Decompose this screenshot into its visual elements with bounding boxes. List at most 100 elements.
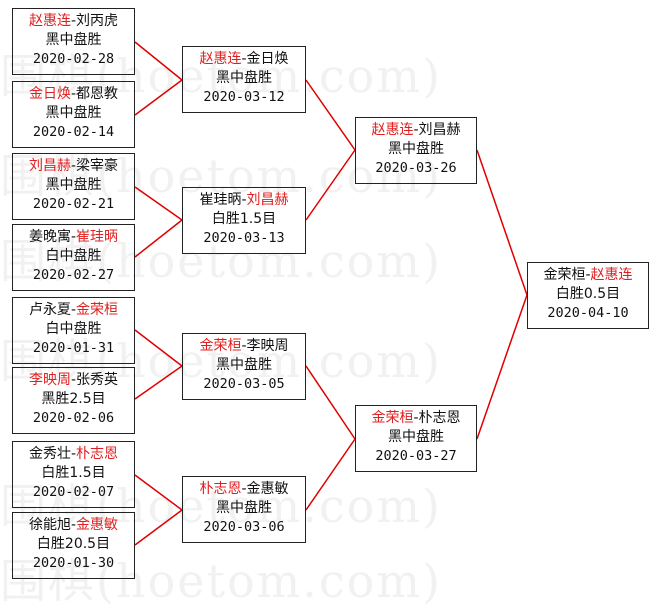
separator: -	[585, 267, 591, 283]
match-players: 金荣桓-李映周	[183, 337, 305, 356]
match-date: 2020-02-06	[32, 410, 115, 426]
player-1: 金秀壮	[28, 446, 71, 462]
match-result: 黑胜2.5目	[41, 391, 106, 407]
match-box-r3-1: 赵惠连-刘昌赫 黑中盘胜 2020-03-26	[355, 117, 477, 184]
match-date: 2020-03-05	[203, 376, 285, 392]
player-1: 刘昌赫	[28, 158, 71, 174]
connector-line	[305, 365, 356, 440]
player-1: 徐能旭	[28, 517, 71, 533]
match-box-r3-2: 金荣桓-朴志恩 黑中盘胜 2020-03-27	[355, 405, 477, 472]
player-1: 姜晚寓	[28, 229, 71, 245]
connector-line	[134, 509, 183, 546]
match-box-r1-5: 卢永夏-金荣桓 白中盘胜 2020-01-31	[12, 297, 135, 364]
match-result: 黑中盘胜	[216, 357, 272, 373]
match-players: 金日焕-都恩教	[13, 85, 134, 104]
separator: -	[70, 158, 77, 174]
player-2: 李映周	[246, 338, 289, 354]
match-box-r1-3: 刘昌赫-梁宰豪 黑中盘胜 2020-02-21	[12, 153, 135, 220]
match-box-r1-6: 李映周-张秀英 黑胜2.5目 2020-02-06	[12, 367, 135, 434]
connector-line	[134, 186, 183, 221]
match-result: 白中盘胜	[45, 321, 102, 337]
player-2: 金日焕	[246, 51, 289, 67]
player-2: 赵惠连	[590, 267, 633, 283]
separator: -	[70, 372, 77, 388]
connector-line	[305, 149, 356, 221]
match-box-r2-2: 崔珪昞-刘昌赫 白胜1.5目 2020-03-13	[182, 187, 306, 254]
separator: -	[241, 338, 247, 354]
match-box-r1-7: 金秀壮-朴志恩 白胜1.5目 2020-02-07	[12, 441, 135, 508]
match-box-r1-2: 金日焕-都恩教 黑中盘胜 2020-02-14	[12, 81, 135, 148]
match-result: 黑中盘胜	[388, 141, 444, 157]
match-players: 徐能旭-金惠敏	[13, 516, 134, 535]
connector-line	[476, 294, 528, 440]
connector-line	[134, 219, 183, 258]
separator: -	[70, 446, 77, 462]
connector-line	[134, 474, 183, 511]
match-players: 金秀壮-朴志恩	[13, 445, 134, 464]
player-1: 赵惠连	[199, 51, 242, 67]
match-result: 白胜20.5目	[36, 536, 111, 552]
match-date: 2020-02-28	[32, 51, 115, 67]
connector-line	[134, 365, 183, 400]
match-players: 李映周-张秀英	[13, 371, 134, 390]
match-result: 白胜1.5目	[211, 211, 277, 227]
separator: -	[70, 13, 77, 29]
match-players: 崔珪昞-刘昌赫	[183, 191, 305, 210]
match-date: 2020-02-21	[32, 196, 115, 212]
separator: -	[413, 122, 419, 138]
separator: -	[70, 302, 77, 318]
connector-line	[134, 41, 183, 81]
player-2: 崔珪昞	[76, 229, 119, 245]
match-players: 赵惠连-刘昌赫	[356, 121, 476, 140]
player-1: 卢永夏	[28, 302, 71, 318]
match-result: 黑中盘胜	[216, 70, 272, 86]
match-box-r2-4: 朴志恩-金惠敏 黑中盘胜 2020-03-06	[182, 476, 306, 543]
player-2: 朴志恩	[76, 446, 119, 462]
player-2: 刘昌赫	[246, 192, 289, 208]
match-date: 2020-01-31	[32, 340, 115, 356]
player-1: 赵惠连	[371, 122, 414, 138]
player-2: 金荣桓	[76, 302, 119, 318]
match-date: 2020-03-27	[375, 448, 457, 464]
separator: -	[70, 517, 77, 533]
player-1: 金荣桓	[199, 338, 242, 354]
match-date: 2020-02-07	[32, 484, 115, 500]
separator: -	[241, 192, 247, 208]
match-result: 黑中盘胜	[45, 105, 102, 121]
match-box-final: 金荣桓-赵惠连 白胜0.5目 2020-04-10	[527, 262, 649, 329]
connector-line	[134, 79, 183, 116]
connector-line	[305, 438, 356, 511]
match-players: 姜晚寓-崔珪昞	[13, 228, 134, 247]
match-result: 黑中盘胜	[45, 177, 102, 193]
match-players: 赵惠连-刘丙虎	[13, 12, 134, 31]
match-date: 2020-03-12	[203, 89, 285, 105]
player-1: 金日焕	[28, 86, 71, 102]
player-2: 都恩教	[76, 86, 119, 102]
player-2: 刘丙虎	[76, 13, 119, 29]
player-2: 金惠敏	[76, 517, 119, 533]
match-players: 金荣桓-朴志恩	[356, 409, 476, 428]
match-result: 白胜1.5目	[41, 465, 106, 481]
match-date: 2020-03-13	[203, 230, 285, 246]
player-1: 金荣桓	[371, 410, 414, 426]
separator: -	[413, 410, 419, 426]
match-box-r2-1: 赵惠连-金日焕 黑中盘胜 2020-03-12	[182, 46, 306, 113]
separator: -	[241, 51, 247, 67]
match-result: 黑中盘胜	[216, 500, 272, 516]
match-result: 白胜0.5目	[555, 286, 621, 302]
match-date: 2020-03-26	[375, 160, 457, 176]
match-box-r2-3: 金荣桓-李映周 黑中盘胜 2020-03-05	[182, 333, 306, 400]
separator: -	[241, 481, 247, 497]
match-players: 金荣桓-赵惠连	[528, 266, 648, 285]
player-2: 张秀英	[76, 372, 119, 388]
connector-line	[476, 149, 528, 296]
match-result: 黑中盘胜	[388, 429, 444, 445]
match-date: 2020-03-06	[203, 519, 285, 535]
match-date: 2020-04-10	[547, 305, 629, 321]
connector-line	[305, 79, 356, 151]
match-box-r1-1: 赵惠连-刘丙虎 黑中盘胜 2020-02-28	[12, 8, 135, 75]
bracket-connectors	[134, 41, 528, 546]
player-1: 崔珪昞	[199, 192, 242, 208]
player-2: 金惠敏	[246, 481, 289, 497]
separator: -	[70, 229, 77, 245]
